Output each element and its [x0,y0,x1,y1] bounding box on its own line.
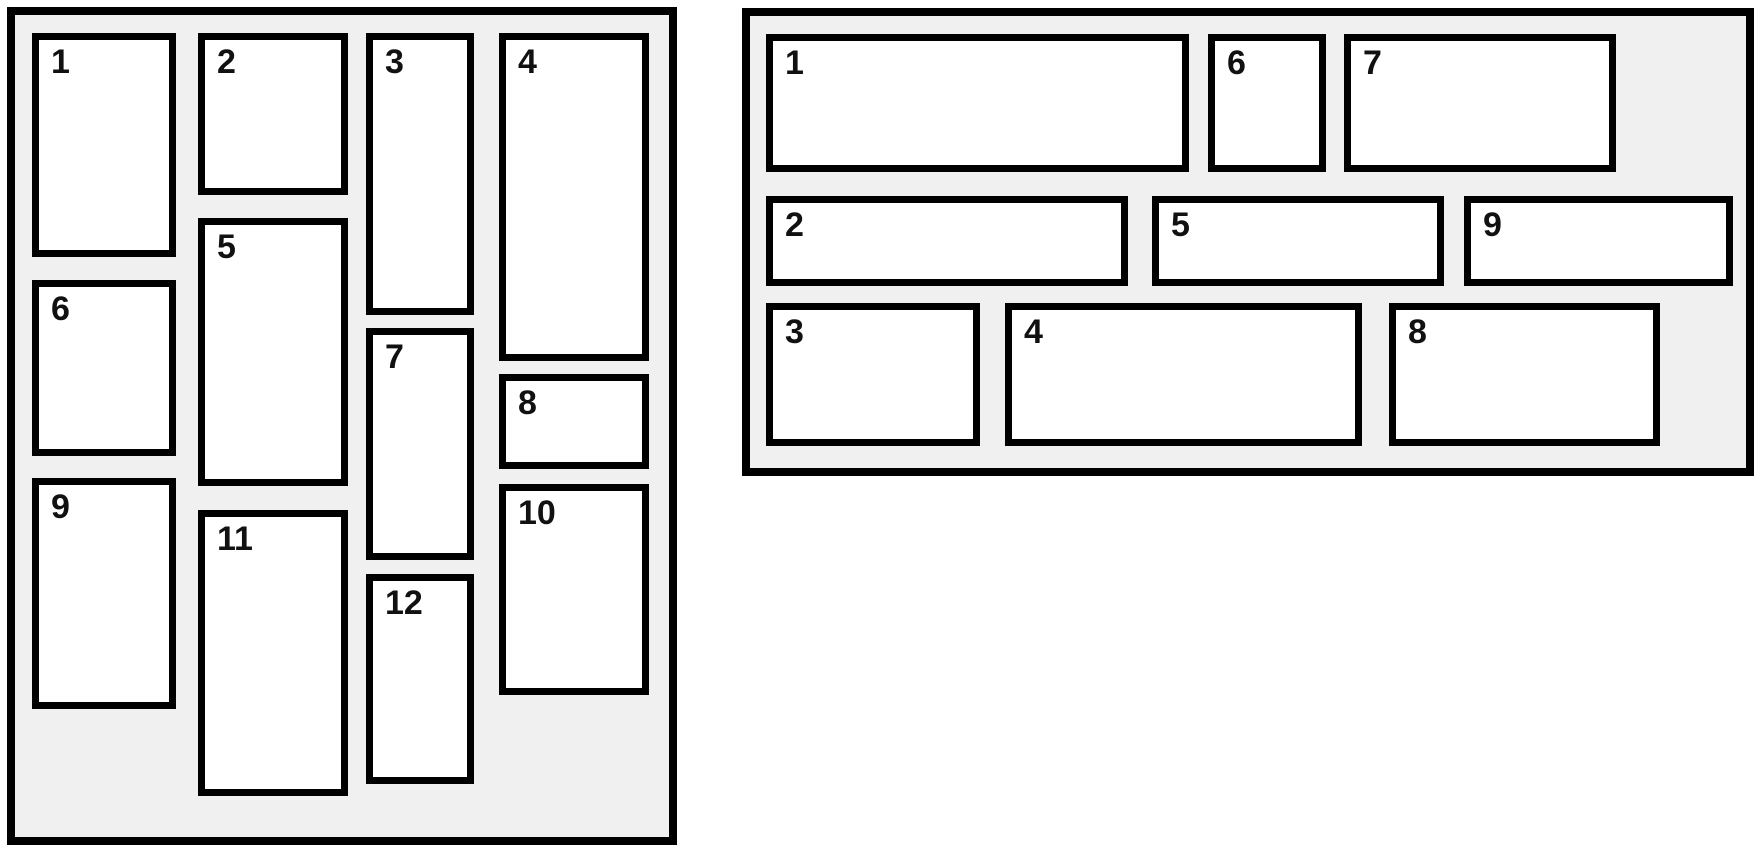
masonry-box: 11 [198,510,348,796]
box-number-label: 9 [1483,206,1502,244]
masonry-box: 1 [32,33,176,257]
masonry-box: 12 [366,574,474,784]
box-number-label: 1 [51,43,70,81]
box-number-label: 3 [385,43,404,81]
masonry-box: 1 [766,34,1189,172]
box-number-label: 1 [785,44,804,82]
box-number-label: 12 [385,584,423,622]
box-number-label: 10 [518,494,556,532]
box-number-label: 3 [785,313,804,351]
masonry-box: 5 [198,218,348,486]
box-number-label: 8 [1408,313,1427,351]
masonry-box: 7 [1344,34,1616,172]
box-number-label: 8 [518,384,537,422]
box-number-label: 7 [385,338,404,376]
masonry-box: 2 [198,33,348,195]
masonry-box: 3 [366,33,474,315]
box-number-label: 2 [785,206,804,244]
masonry-box: 4 [1005,303,1362,446]
masonry-box: 8 [1389,303,1660,446]
masonry-box: 6 [32,280,176,456]
masonry-box: 9 [1464,196,1733,286]
box-number-label: 7 [1363,44,1382,82]
masonry-box: 5 [1152,196,1444,286]
masonry-box: 6 [1208,34,1326,172]
box-number-label: 2 [217,43,236,81]
masonry-box: 10 [499,484,649,695]
masonry-box: 7 [366,328,474,560]
box-number-label: 6 [51,290,70,328]
box-number-label: 6 [1227,44,1246,82]
box-number-label: 4 [1024,313,1043,351]
box-number-label: 9 [51,488,70,526]
box-number-label: 5 [1171,206,1190,244]
masonry-box: 4 [499,33,649,361]
masonry-box: 9 [32,478,176,709]
masonry-box: 2 [766,196,1128,286]
box-number-label: 5 [217,228,236,266]
masonry-box: 3 [766,303,980,446]
masonry-box: 8 [499,374,649,469]
box-number-label: 4 [518,43,537,81]
box-number-label: 11 [217,520,253,558]
